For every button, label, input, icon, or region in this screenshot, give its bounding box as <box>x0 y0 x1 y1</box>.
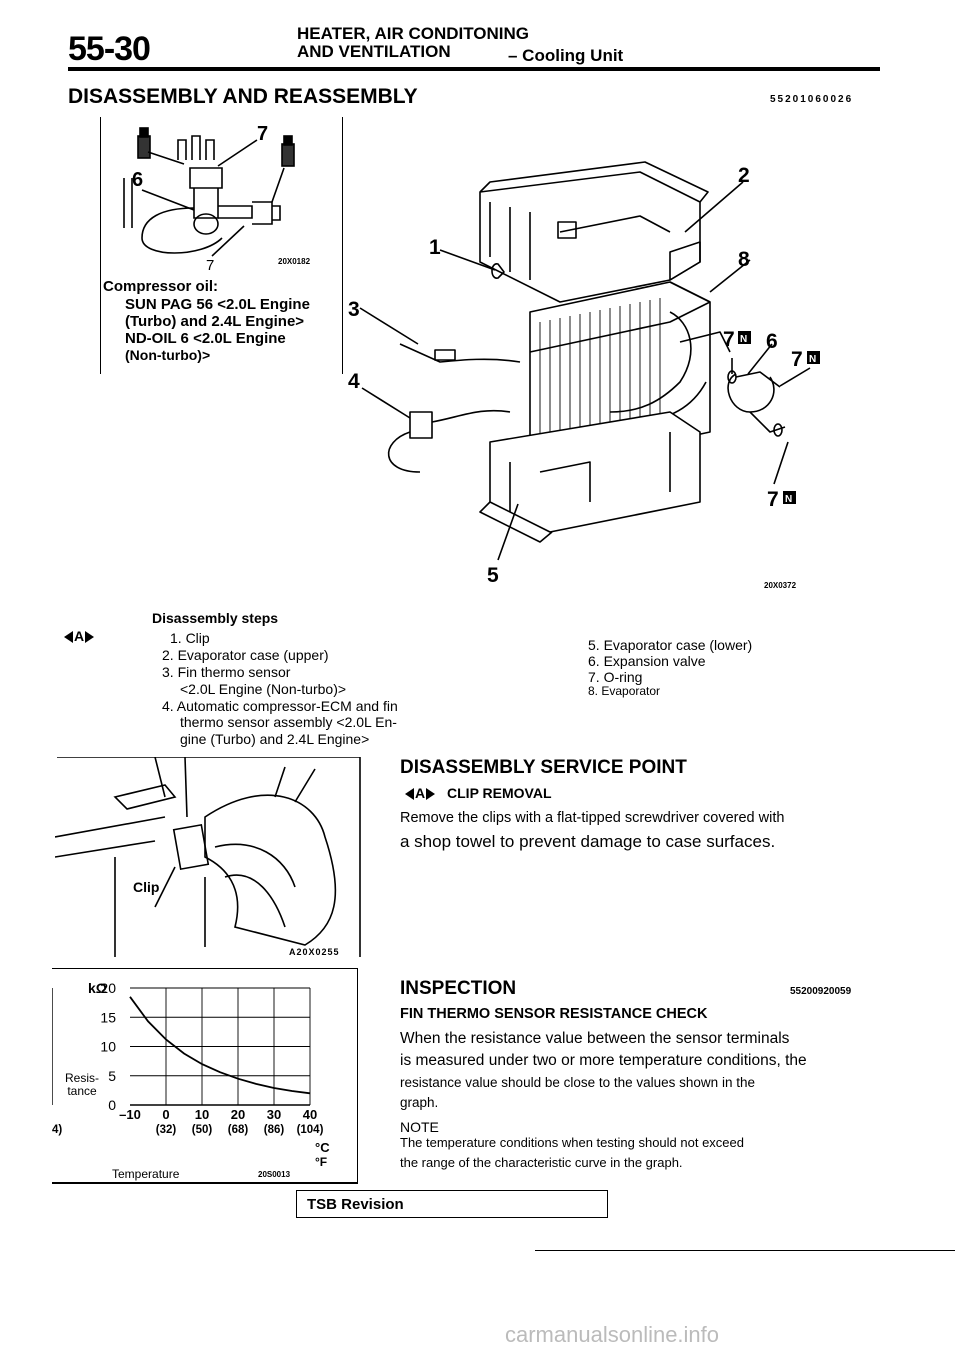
y-tick-label: 5 <box>108 1068 116 1084</box>
inspection-subtitle: FIN THERMO SENSOR RESISTANCE CHECK <box>400 1006 708 1022</box>
x-tick-label-c: 10 <box>195 1107 209 1122</box>
chart-xlabel: Temperature <box>112 1167 180 1181</box>
chart-code: 20S0013 <box>258 1170 291 1179</box>
y-tick-label: 10 <box>100 1039 116 1055</box>
y-tick-label: 0 <box>108 1097 116 1113</box>
step-5: 5. Evaporator case (lower) <box>588 637 753 653</box>
chart-xunit-c: °C <box>315 1140 330 1155</box>
step-2: 2. Evaporator case (upper) <box>162 647 329 663</box>
resistance-chart: 05101520–10010203040(14)(32)(50)(68)(86)… <box>52 980 324 1136</box>
badge-n-3: N <box>785 494 792 505</box>
callout-5: 5 <box>487 564 499 587</box>
marker-letter: A <box>74 628 85 644</box>
badge-n-2: N <box>809 354 816 365</box>
tsb-revision-box: TSB Revision <box>296 1190 608 1218</box>
step-4-cont2: gine (Turbo) and 2.4L Engine> <box>180 731 370 747</box>
section-code: 55201060026 <box>770 94 854 105</box>
x-tick-label-c: 40 <box>303 1107 317 1122</box>
diagram-code-1: 20X0372 <box>764 581 797 590</box>
inspection-body-2: is measured under two or more temperatur… <box>400 1052 807 1069</box>
header-title-line1: HEATER, AIR CONDITONING <box>297 24 530 43</box>
x-tick-label-f: (68) <box>228 1124 249 1136</box>
resistance-curve <box>129 996 311 1095</box>
service-point-title: DISASSEMBLY SERVICE POINT <box>400 757 687 778</box>
header-rule <box>68 67 880 71</box>
chart-xunit-f: °F <box>315 1155 328 1169</box>
step-3: 3. Fin thermo sensor <box>162 664 291 680</box>
clip-figure-code: A20X0255 <box>289 947 340 957</box>
note-label: NOTE <box>400 1119 439 1135</box>
note-line-2: the range of the characteristic curve in… <box>400 1155 683 1170</box>
note-line-1: The temperature conditions when testing … <box>400 1135 744 1150</box>
inset-label-6: 6 <box>132 169 143 191</box>
inspection-body-3: resistance value should be close to the … <box>400 1075 755 1090</box>
inset-box <box>100 117 343 374</box>
oil-line-1: SUN PAG 56 <2.0L Engine <box>125 296 310 313</box>
clip-removal-marker: A <box>415 785 426 801</box>
clip-label: Clip <box>133 879 159 895</box>
step-8: 8. Evaporator <box>588 684 661 698</box>
x-tick-label-c: 30 <box>267 1107 281 1122</box>
inspection-body-1: When the resistance value between the se… <box>400 1030 790 1047</box>
callout-7-c: 7 <box>767 488 779 511</box>
x-tick-label-c: 0 <box>162 1107 169 1122</box>
x-tick-label-f: (104) <box>297 1124 324 1136</box>
badge-n-1: N <box>740 334 747 345</box>
chart-bottom-rule <box>52 1182 358 1184</box>
inset-label-7a: 7 <box>257 123 268 145</box>
x-tick-label-f: (50) <box>192 1124 213 1136</box>
clip-removal-body-1: Remove the clips with a flat-tipped scre… <box>400 810 785 826</box>
oil-line-2: (Turbo) and 2.4L Engine> <box>125 313 305 330</box>
callout-7-a: 7 <box>723 328 735 351</box>
inspection-title: INSPECTION <box>400 978 517 999</box>
x-tick-label-f: (86) <box>264 1124 285 1136</box>
expansion-valve-detail-figure: 7 6 7 20X0182 <box>123 123 311 274</box>
inset-label-7b: 7 <box>206 257 214 274</box>
step-6: 6. Expansion valve <box>588 653 706 669</box>
footer-rule <box>535 1250 955 1251</box>
clip-removal-body-2: a shop towel to prevent damage to case s… <box>400 832 776 851</box>
step-1: 1. Clip <box>170 630 210 646</box>
header-title-line2: AND VENTILATION <box>297 42 451 61</box>
callout-7-b: 7 <box>791 348 803 371</box>
chart-frame <box>52 968 358 1183</box>
callout-8: 8 <box>738 248 750 271</box>
section-title: DISASSEMBLY AND REASSEMBLY <box>68 85 418 108</box>
chart-ylabel: Resis- tance <box>64 1071 99 1098</box>
callout-1: 1 <box>429 236 441 259</box>
x-tick-label-f: (14) <box>52 1124 62 1136</box>
cooling-unit-exploded-diagram: 2 1 8 3 4 5 6 7 7 7 N N N 20X0372 000036… <box>348 161 820 590</box>
chart-yunit: kΩ <box>88 980 108 996</box>
compressor-oil-label: Compressor oil: <box>103 278 219 295</box>
callout-2: 2 <box>738 164 750 187</box>
y-tick-label: 15 <box>100 1009 116 1025</box>
watermark: carmanualsonline.info <box>505 1322 720 1347</box>
clip-removal-subtitle: CLIP REMOVAL <box>447 785 552 801</box>
service-point-marker-a: A <box>64 628 95 644</box>
callout-3: 3 <box>348 298 360 321</box>
disassembly-steps-title: Disassembly steps <box>152 610 279 626</box>
oil-line-3: ND-OIL 6 <2.0L Engine <box>125 330 286 347</box>
step-4: 4. Automatic compressor-ECM and fin <box>162 698 398 714</box>
clip-removal-heading: A CLIP REMOVAL <box>405 785 552 801</box>
y-tick-label: 20 <box>100 980 116 996</box>
clip-removal-figure: Clip A20X0255 <box>55 757 361 957</box>
oil-line-4: (Non-turbo)> <box>125 347 211 363</box>
step-7: 7. O-ring <box>588 669 643 685</box>
x-tick-label-f: (32) <box>156 1124 177 1136</box>
callout-4: 4 <box>348 370 360 393</box>
page-number: 55-30 <box>68 30 151 68</box>
x-tick-label-c: 20 <box>231 1107 245 1122</box>
step-3-note: <2.0L Engine (Non-turbo)> <box>180 681 347 697</box>
step-4-cont1: thermo sensor assembly <2.0L En- <box>180 714 397 730</box>
inspection-body-4: graph. <box>400 1095 439 1110</box>
callout-6: 6 <box>766 330 778 353</box>
header-subtitle: – Cooling Unit <box>508 46 624 65</box>
inset-code: 20X0182 <box>278 257 311 266</box>
x-tick-label-c: –10 <box>119 1107 141 1122</box>
inspection-code: 55200920059 <box>790 986 852 997</box>
